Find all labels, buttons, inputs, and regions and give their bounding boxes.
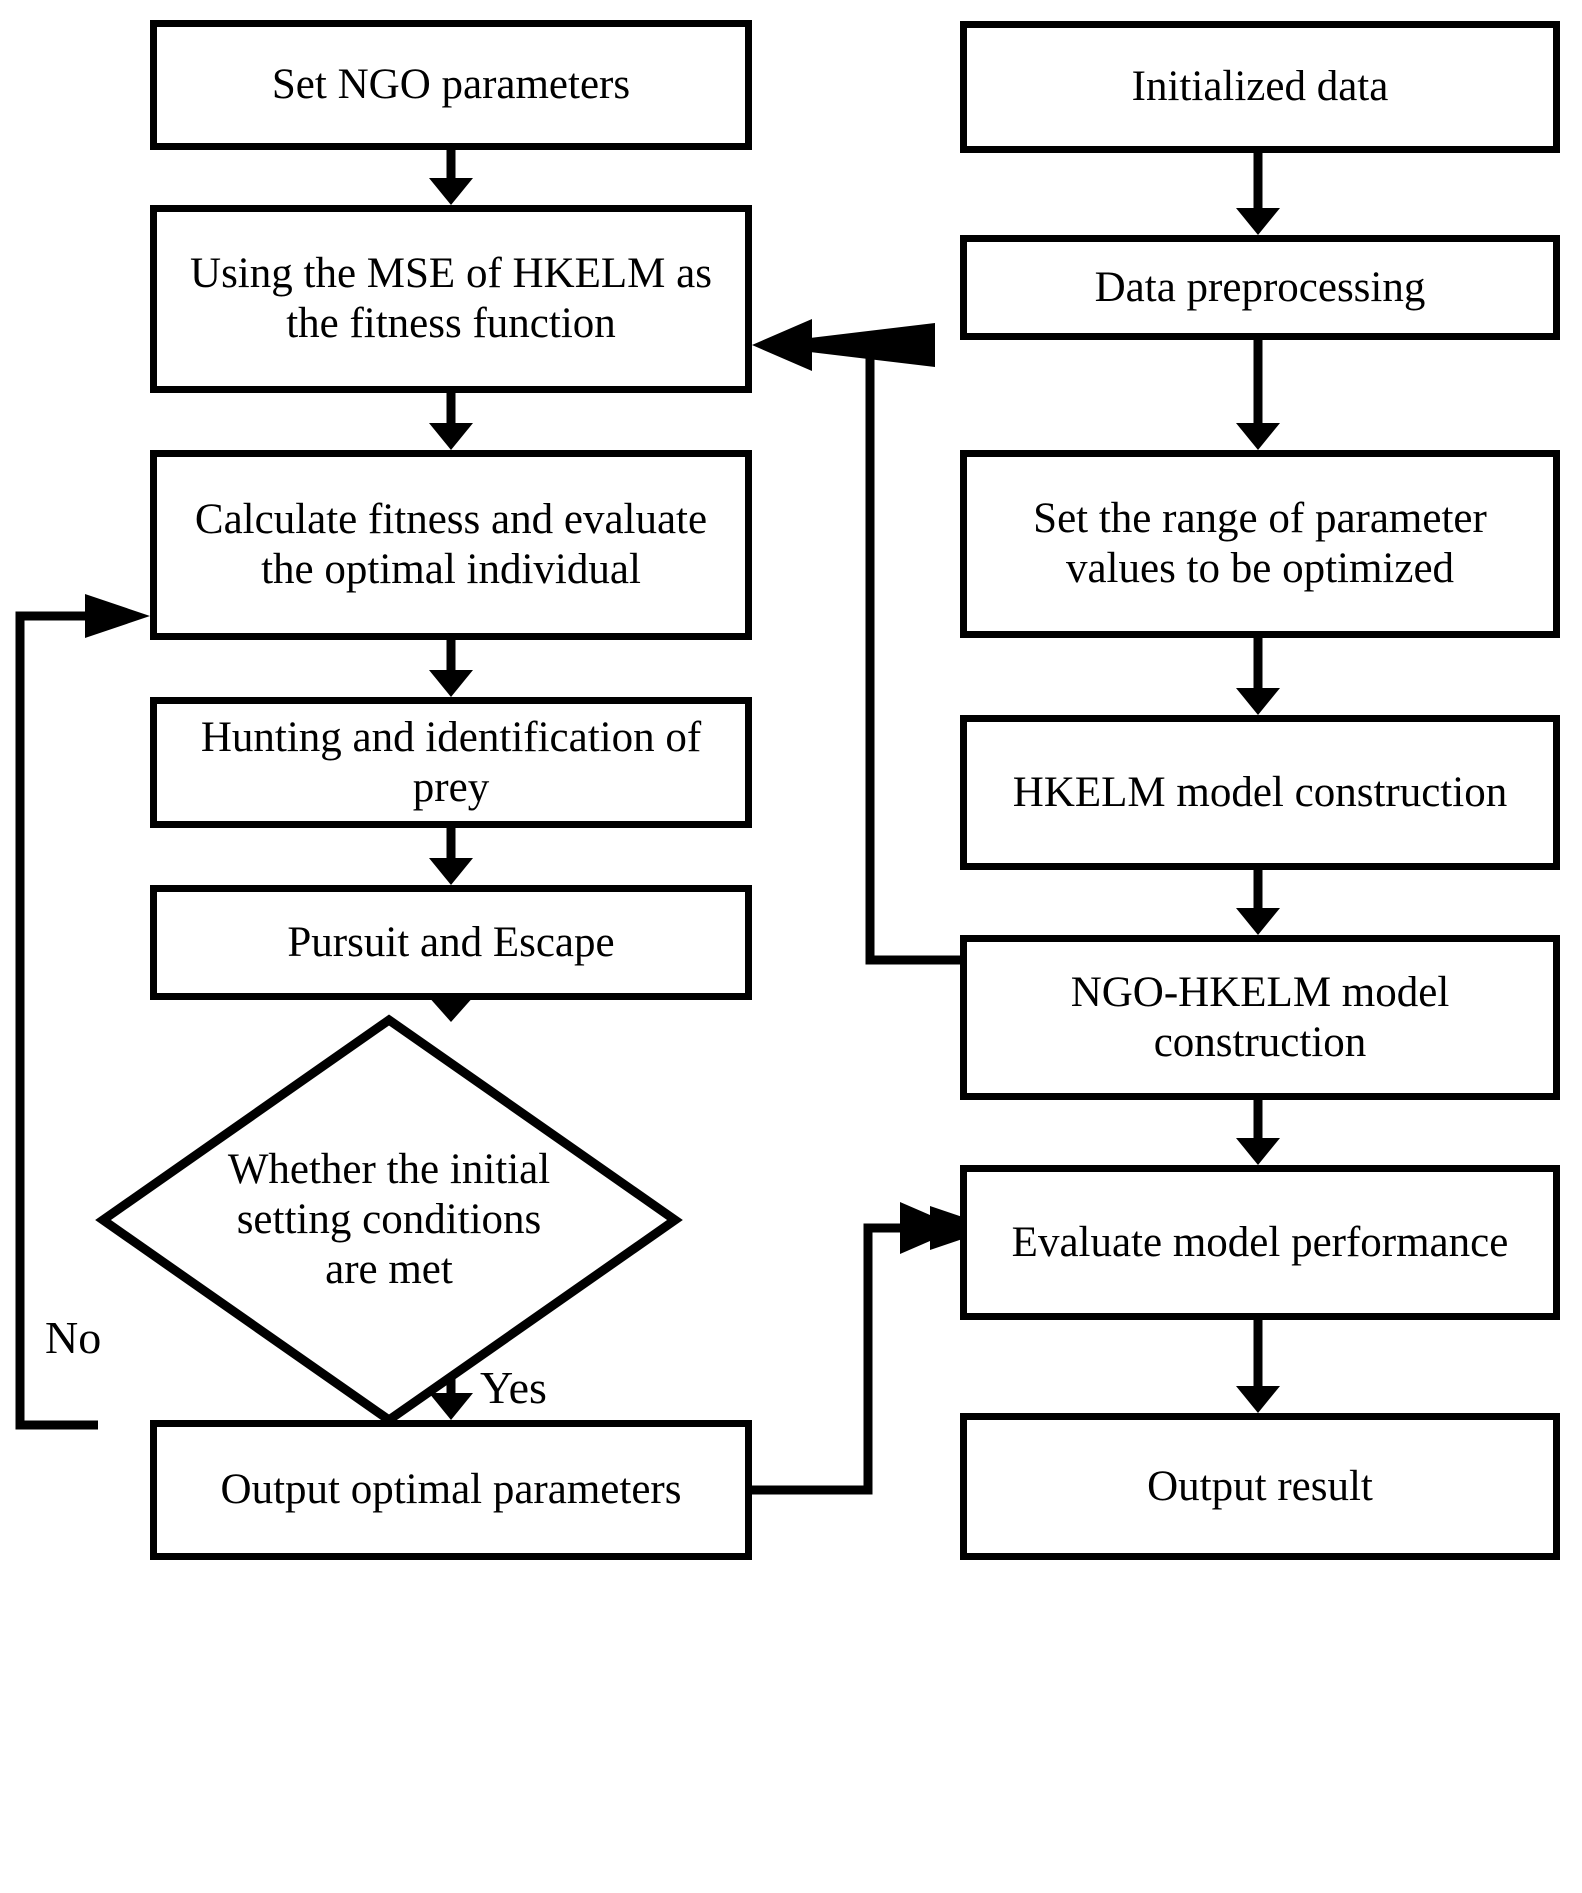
node-label: Data preprocessing: [1094, 263, 1426, 311]
node-label: Set the range of parameter values to be …: [1033, 495, 1487, 592]
node-hkelm-model-construction[interactable]: HKELM model construction: [960, 715, 1560, 870]
node-label: Output result: [1147, 1462, 1373, 1510]
node-label: Output optimal parameters: [220, 1466, 682, 1514]
node-label: Hunting and identification of prey: [200, 713, 702, 811]
node-initialized-data[interactable]: Initialized data: [960, 21, 1560, 153]
node-set-parameter-range[interactable]: Set the range of parameter values to be …: [960, 450, 1560, 638]
node-label: NGO-HKELM model construction: [1070, 968, 1450, 1066]
node-label: Using the MSE of HKELM as the fitness fu…: [190, 250, 712, 347]
edge-label-yes-text: Yes: [480, 1362, 547, 1413]
node-calculate-fitness[interactable]: Calculate fitness and evaluate the optim…: [150, 450, 752, 640]
node-label: Set NGO parameters: [271, 61, 631, 109]
node-output-optimal-parameters[interactable]: Output optimal parameters: [150, 1420, 752, 1560]
node-fitness-function[interactable]: Using the MSE of HKELM as the fitness fu…: [150, 205, 752, 393]
node-label: Initialized data: [1131, 63, 1389, 111]
node-label: HKELM model construction: [1012, 768, 1508, 816]
node-data-preprocessing[interactable]: Data preprocessing: [960, 235, 1560, 340]
node-output-result[interactable]: Output result: [960, 1413, 1560, 1560]
edge-label-yes: Yes: [480, 1365, 547, 1411]
node-evaluate-model-performance[interactable]: Evaluate model performance: [960, 1165, 1560, 1320]
node-pursuit-escape[interactable]: Pursuit and Escape: [150, 885, 752, 1000]
node-ngo-hkelm-model-construction[interactable]: NGO-HKELM model construction: [960, 935, 1560, 1100]
node-label: Evaluate model performance: [1011, 1218, 1509, 1266]
node-hunting-identification[interactable]: Hunting and identification of prey: [150, 697, 752, 828]
node-condition-check[interactable]: Whether the initial setting conditions a…: [95, 1014, 683, 1426]
node-label: Pursuit and Escape: [287, 918, 615, 966]
edge-label-no-text: No: [45, 1312, 102, 1363]
edge-label-no: No: [45, 1315, 101, 1361]
node-label: Calculate fitness and evaluate the optim…: [194, 496, 708, 593]
node-set-ngo-parameters[interactable]: Set NGO parameters: [150, 20, 752, 150]
